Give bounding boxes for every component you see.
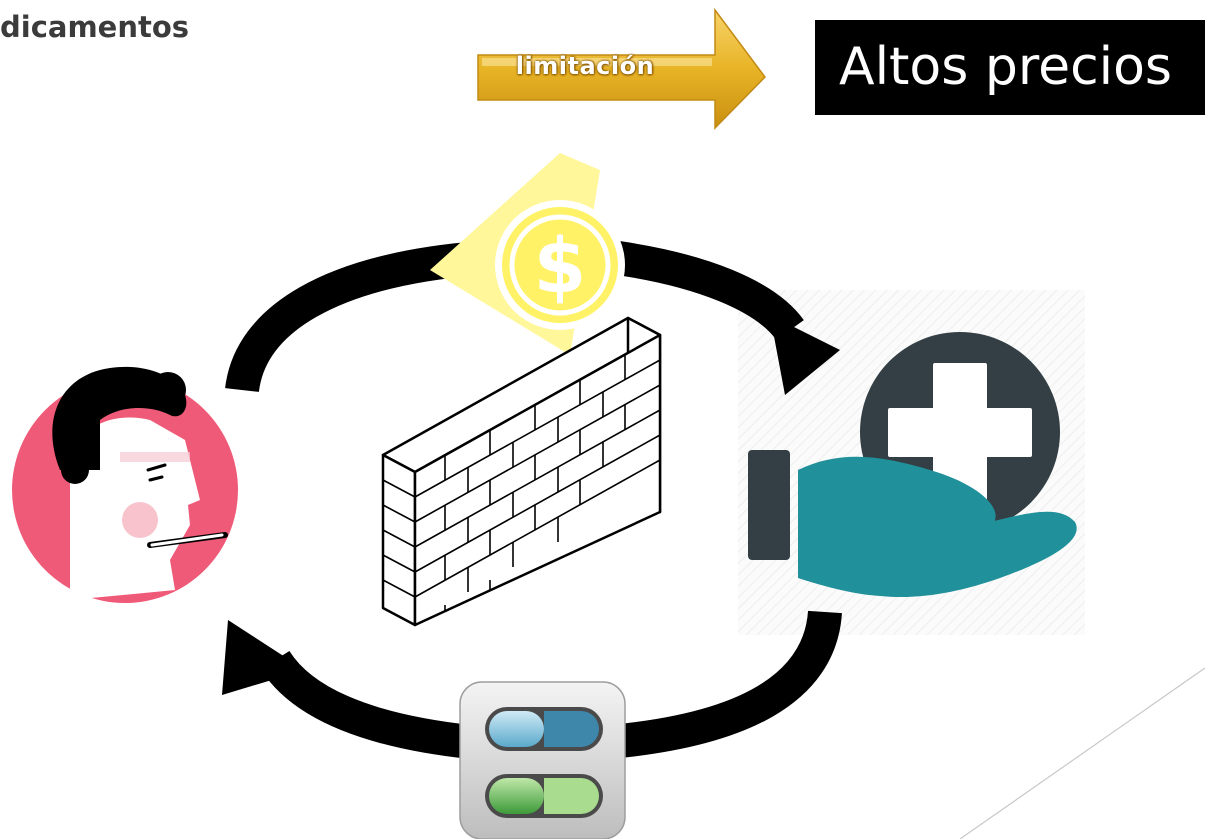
decorative-line (959, 667, 1205, 839)
svg-text:$: $ (534, 221, 587, 310)
price-banner: Altos precios (815, 20, 1205, 115)
pills-icon (459, 681, 626, 839)
arrow-label: limitación (515, 52, 655, 80)
patient-fever-icon (12, 366, 238, 603)
medical-hand-icon (748, 332, 1077, 598)
brick-wall-icon (381, 316, 662, 627)
page-title: dicamentos (0, 10, 190, 44)
money-coin-icon: $ (430, 153, 625, 355)
limitation-arrow-icon (477, 7, 766, 130)
cycle-arrows-icon (222, 241, 842, 759)
